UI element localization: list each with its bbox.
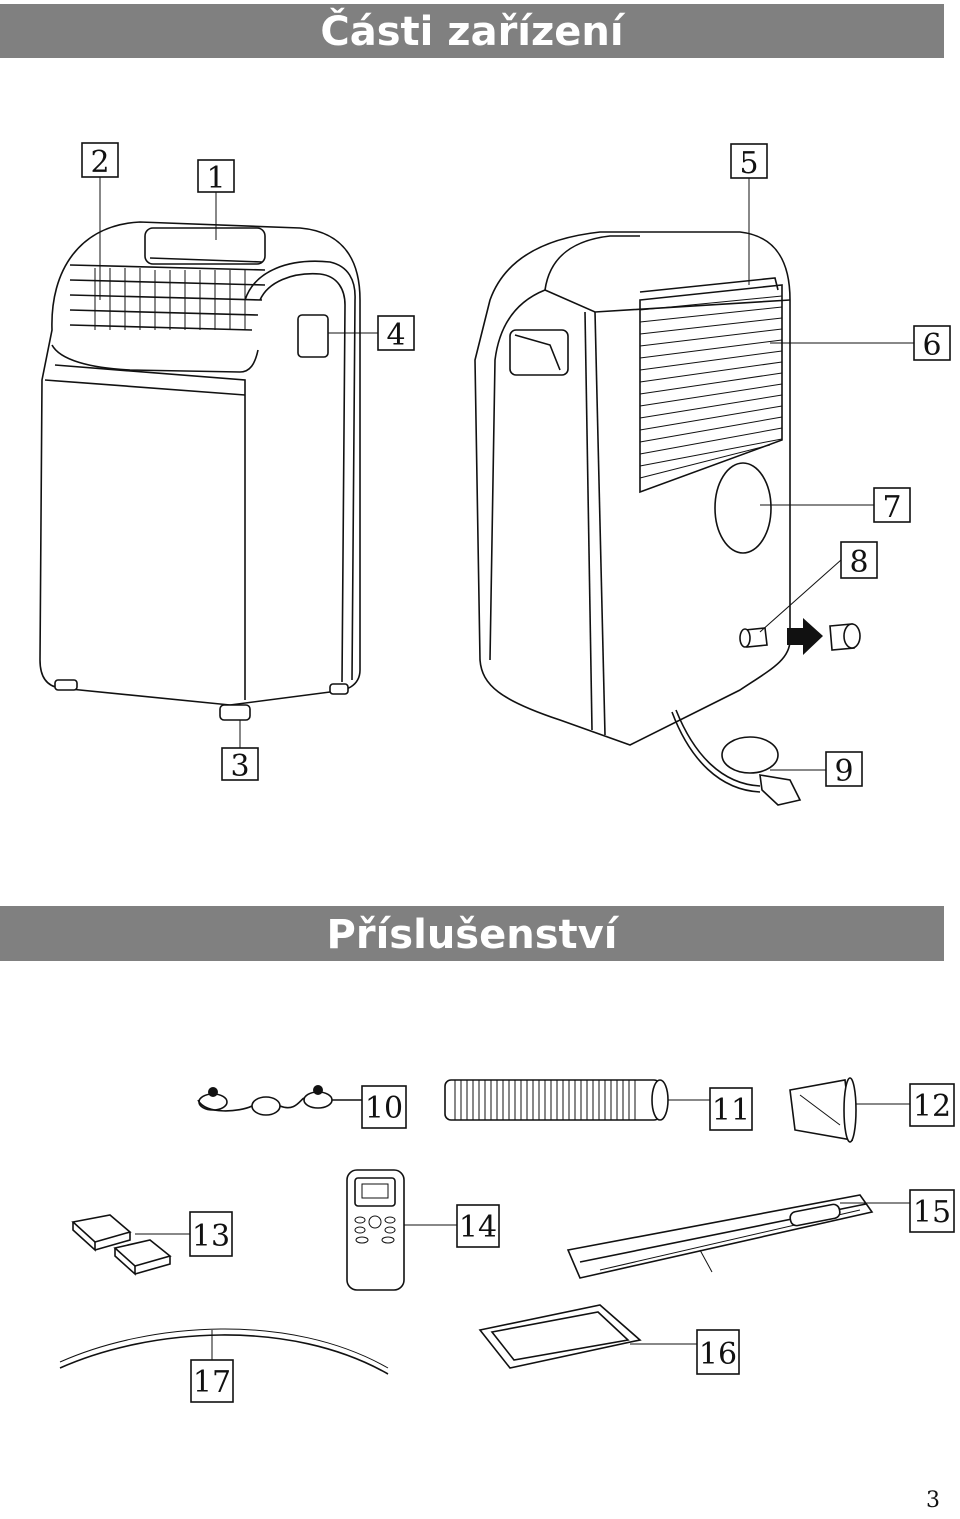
svg-text:16: 16	[699, 1337, 737, 1372]
accessory-seal-frame	[478, 1304, 697, 1369]
svg-text:7: 7	[882, 490, 901, 525]
svg-text:1: 1	[206, 161, 225, 196]
label-9: 9	[770, 751, 863, 789]
parts-title: Části zařízení	[320, 9, 624, 55]
svg-text:2: 2	[90, 145, 109, 180]
label-11: 11	[709, 1087, 753, 1131]
parts-section-header: Části zařízení	[0, 4, 944, 58]
svg-text:11: 11	[712, 1093, 750, 1128]
svg-text:14: 14	[459, 1210, 497, 1245]
accessory-filters	[71, 1214, 190, 1276]
label-13: 13	[189, 1211, 233, 1257]
label-3: 3	[221, 720, 259, 784]
svg-text:9: 9	[834, 754, 853, 789]
label-14: 14	[456, 1204, 500, 1248]
accessories-title: Příslušenství	[326, 912, 618, 958]
svg-text:4: 4	[386, 318, 405, 353]
label-8: 8	[759, 541, 878, 633]
unit-rear-view	[474, 231, 861, 806]
svg-text:8: 8	[849, 545, 868, 580]
svg-text:15: 15	[913, 1195, 951, 1230]
label-17: 17	[190, 1359, 234, 1403]
accessory-exhaust-hose	[444, 1079, 710, 1121]
label-10: 10	[361, 1085, 407, 1129]
label-1: 1	[197, 159, 235, 240]
accessory-window-mounts	[197, 1085, 362, 1116]
label-16: 16	[696, 1329, 740, 1375]
svg-text:17: 17	[193, 1365, 231, 1400]
rear-grille	[639, 277, 783, 494]
accessory-window-slider	[566, 1194, 910, 1279]
front-louvers	[69, 264, 266, 331]
svg-text:5: 5	[739, 146, 758, 181]
label-12: 12	[909, 1083, 955, 1127]
label-6: 6	[770, 325, 951, 363]
label-2: 2	[81, 142, 119, 300]
svg-text:12: 12	[913, 1089, 951, 1124]
svg-text:3: 3	[230, 749, 249, 784]
svg-text:13: 13	[192, 1219, 230, 1254]
accessory-drain-tube	[59, 1328, 389, 1375]
label-15: 15	[909, 1189, 955, 1233]
label-4: 4	[328, 315, 415, 353]
svg-text:6: 6	[922, 328, 941, 363]
accessory-window-adapter	[789, 1077, 910, 1143]
unit-front-view	[39, 221, 361, 721]
label-7: 7	[760, 487, 911, 525]
accessory-remote-control	[346, 1169, 457, 1291]
svg-text:10: 10	[365, 1091, 403, 1126]
label-5: 5	[730, 143, 768, 285]
accessories-section-header: Příslušenství	[0, 906, 944, 961]
page-number: 3	[926, 1488, 940, 1513]
